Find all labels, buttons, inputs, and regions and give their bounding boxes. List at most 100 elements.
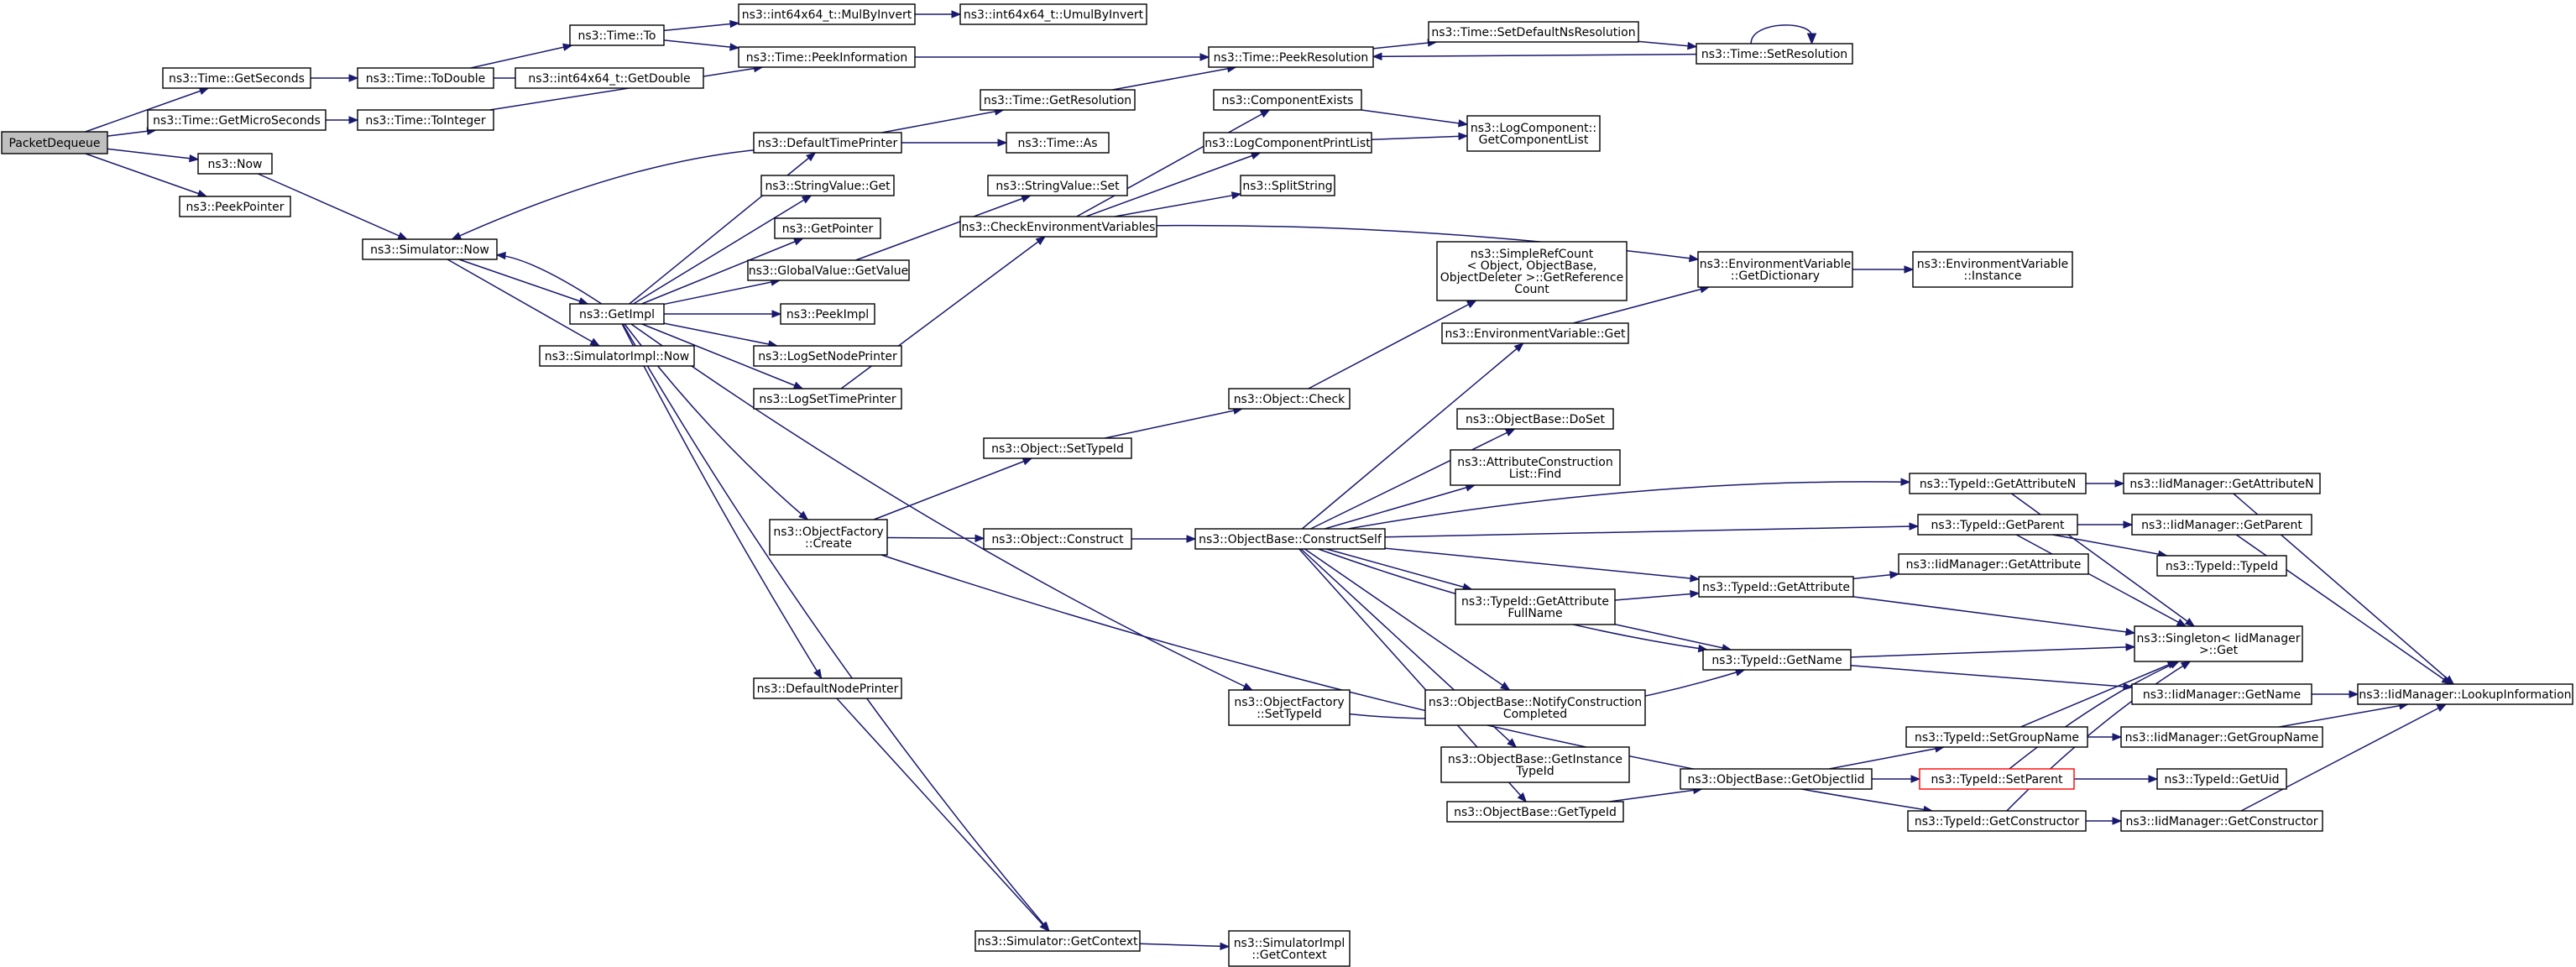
node-object-base-construct-self[interactable]: ns3::ObjectBase::ConstructSelf <box>1194 528 1386 550</box>
node-type-id-get-parent[interactable]: ns3::TypeId::GetParent <box>1917 514 2078 536</box>
node-simulator-impl-now[interactable]: ns3::SimulatorImpl::Now <box>539 345 695 367</box>
node-type-id-get-attribute[interactable]: ns3::TypeId::GetAttribute <box>1698 576 1854 598</box>
node-time-to-integer[interactable]: ns3::Time::ToInteger <box>357 109 494 131</box>
edge-object-set-type-id-to-object-check <box>1104 408 1243 439</box>
node-time-to[interactable]: ns3::Time::To <box>569 24 665 46</box>
node-default-time-printer[interactable]: ns3::DefaultTimePrinter <box>753 132 902 154</box>
node-simulator-now[interactable]: ns3::Simulator::Now <box>362 238 498 260</box>
node-box <box>1466 115 1601 152</box>
edge-arrowhead <box>1690 574 1701 583</box>
node-label: ns3::TypeId::SetGroupName <box>1915 731 2079 745</box>
node-label: < Object, ObjectBase, <box>1467 259 1597 273</box>
edge-arrowhead <box>1507 738 1518 748</box>
node-label: ns3::LogSetNodePrinter <box>758 350 897 363</box>
edge-object-base-get-type-id-to-object-base-get-object-iid <box>1609 788 1702 802</box>
edge-arrowhead <box>2114 479 2125 488</box>
edge-packet-dequeue-to-now <box>107 148 199 160</box>
node-get-pointer[interactable]: ns3::GetPointer <box>774 217 881 239</box>
node-packet-dequeue[interactable]: PacketDequeue <box>1 131 108 154</box>
node-simulator-get-context[interactable]: ns3::Simulator::GetContext <box>974 930 1141 952</box>
edge-object-base-construct-self-to-environment-variable-get <box>1301 342 1524 530</box>
node-time-set-default-ns-resolution[interactable]: ns3::Time::SetDefaultNsResolution <box>1428 21 1639 43</box>
node-int64x64-mul-by-invert[interactable]: ns3::int64x64_t::MulByInvert <box>738 3 916 25</box>
edge-log-component-print-list-to-log-component-get-component-list <box>1371 135 1468 140</box>
node-int64x64-umul-by-invert[interactable]: ns3::int64x64_t::UmulByInvert <box>959 3 1147 25</box>
node-time-to-double[interactable]: ns3::Time::ToDouble <box>357 67 494 89</box>
node-label: ns3::CheckEnvironmentVariables <box>962 221 1156 234</box>
node-log-component-print-list[interactable]: ns3::LogComponentPrintList <box>1203 132 1372 154</box>
node-time-peek-information[interactable]: ns3::Time::PeekInformation <box>738 46 916 68</box>
node-box <box>2156 555 2287 577</box>
node-string-value-get[interactable]: ns3::StringValue::Get <box>760 175 895 196</box>
node-time-peek-resolution[interactable]: ns3::Time::PeekResolution <box>1208 46 1374 68</box>
node-get-impl[interactable]: ns3::GetImpl <box>569 303 665 325</box>
node-time-set-resolution[interactable]: ns3::Time::SetResolution <box>1696 43 1853 65</box>
node-type-id-type-id[interactable]: ns3::TypeId::TypeId <box>2156 555 2287 577</box>
node-peek-impl[interactable]: ns3::PeekImpl <box>780 303 875 325</box>
node-component-exists[interactable]: ns3::ComponentExists <box>1213 89 1362 111</box>
node-string-value-set[interactable]: ns3::StringValue::Set <box>987 175 1128 196</box>
node-label: ns3::Time::GetSeconds <box>169 72 305 86</box>
node-box <box>2123 473 2321 494</box>
node-type-id-get-name[interactable]: ns3::TypeId::GetName <box>1702 649 1852 671</box>
node-label: ns3::Time::ToDouble <box>366 72 486 86</box>
node-object-base-notify-construction-completed[interactable]: ns3::ObjectBase::NotifyConstructionCompl… <box>1424 689 1646 726</box>
edge-arrowhead <box>1688 254 1700 263</box>
node-iid-manager-get-name[interactable]: ns3::IidManager::GetName <box>2131 683 2312 705</box>
node-time-get-seconds[interactable]: ns3::Time::GetSeconds <box>162 67 311 89</box>
node-environment-variable-instance[interactable]: ns3::EnvironmentVariable::Instance <box>1912 251 2073 288</box>
edge-arrowhead <box>1806 33 1817 45</box>
node-label: ::Instance <box>1964 269 2022 283</box>
edge-global-value-get-value-to-string-value-set <box>855 195 1031 261</box>
node-object-check[interactable]: ns3::Object::Check <box>1228 388 1351 410</box>
node-environment-variable-get-dictionary[interactable]: ns3::EnvironmentVariable::GetDictionary <box>1697 251 1853 288</box>
node-log-set-node-printer[interactable]: ns3::LogSetNodePrinter <box>753 345 902 367</box>
node-split-string[interactable]: ns3::SplitString <box>1240 175 1335 196</box>
node-type-id-get-constructor[interactable]: ns3::TypeId::GetConstructor <box>1907 810 2087 832</box>
node-object-base-get-type-id[interactable]: ns3::ObjectBase::GetTypeId <box>1446 801 1624 823</box>
node-iid-manager-get-attribute-n[interactable]: ns3::IidManager::GetAttributeN <box>2123 473 2321 494</box>
node-type-id-set-parent[interactable]: ns3::TypeId::SetParent <box>1919 768 2075 790</box>
node-now[interactable]: ns3::Now <box>197 153 273 175</box>
node-iid-manager-lookup-information[interactable]: ns3::IidManager::LookupInformation <box>2357 683 2573 705</box>
node-box <box>2131 514 2312 536</box>
node-iid-manager-get-attribute[interactable]: ns3::IidManager::GetAttribute <box>1898 553 2089 575</box>
node-label: List::Find <box>1509 468 1562 481</box>
node-label: ::GetContext <box>1251 949 1327 962</box>
node-global-value-get-value[interactable]: ns3::GlobalValue::GetValue <box>747 259 910 281</box>
node-time-as[interactable]: ns3::Time::As <box>1006 132 1110 154</box>
node-box <box>959 3 1147 25</box>
node-object-factory-create[interactable]: ns3::ObjectFactory::Create <box>769 519 888 556</box>
node-box <box>1228 930 1351 967</box>
node-object-construct[interactable]: ns3::Object::Construct <box>983 528 1132 550</box>
node-label: ns3::SimulatorImpl <box>1234 937 1345 950</box>
node-type-id-get-attribute-n[interactable]: ns3::TypeId::GetAttributeN <box>1909 473 2087 494</box>
node-simple-ref-count-get-reference-count[interactable]: ns3::SimpleRefCount< Object, ObjectBase,… <box>1436 241 1628 301</box>
node-default-node-printer[interactable]: ns3::DefaultNodePrinter <box>753 677 902 699</box>
node-time-get-resolution[interactable]: ns3::Time::GetResolution <box>980 89 1136 111</box>
node-singleton-iid-manager-get[interactable]: ns3::Singleton< IidManager>::Get <box>2134 625 2303 662</box>
node-type-id-get-uid[interactable]: ns3::TypeId::GetUid <box>2156 768 2287 790</box>
node-simulator-impl-get-context[interactable]: ns3::SimulatorImpl::GetContext <box>1228 930 1351 967</box>
node-iid-manager-get-constructor[interactable]: ns3::IidManager::GetConstructor <box>2120 810 2323 832</box>
node-peek-pointer[interactable]: ns3::PeekPointer <box>179 196 291 217</box>
node-object-factory-set-type-id[interactable]: ns3::ObjectFactory::SetTypeId <box>1228 689 1351 726</box>
node-label: ns3::Time::To <box>578 29 656 43</box>
node-iid-manager-get-parent[interactable]: ns3::IidManager::GetParent <box>2131 514 2312 536</box>
node-log-component-get-component-list[interactable]: ns3::LogComponent::GetComponentList <box>1466 115 1601 152</box>
node-iid-manager-get-group-name[interactable]: ns3::IidManager::GetGroupName <box>2120 726 2323 748</box>
node-label: ns3::PeekImpl <box>786 308 869 321</box>
node-check-environment-variables[interactable]: ns3::CheckEnvironmentVariables <box>959 216 1157 238</box>
node-object-base-do-set[interactable]: ns3::ObjectBase::DoSet <box>1456 408 1614 430</box>
node-object-base-get-object-iid[interactable]: ns3::ObjectBase::GetObjectIid <box>1680 768 1873 790</box>
node-time-get-micro-seconds[interactable]: ns3::Time::GetMicroSeconds <box>147 109 327 131</box>
node-type-id-set-group-name[interactable]: ns3::TypeId::SetGroupName <box>1905 726 2088 748</box>
edge-check-environment-variables-to-split-string <box>1114 193 1241 217</box>
node-object-set-type-id[interactable]: ns3::Object::SetTypeId <box>983 437 1132 459</box>
node-int64x64-get-double[interactable]: ns3::int64x64_t::GetDouble <box>515 67 704 89</box>
node-environment-variable-get[interactable]: ns3::EnvironmentVariable::Get <box>1441 322 1629 344</box>
node-log-set-time-printer[interactable]: ns3::LogSetTimePrinter <box>753 388 902 410</box>
